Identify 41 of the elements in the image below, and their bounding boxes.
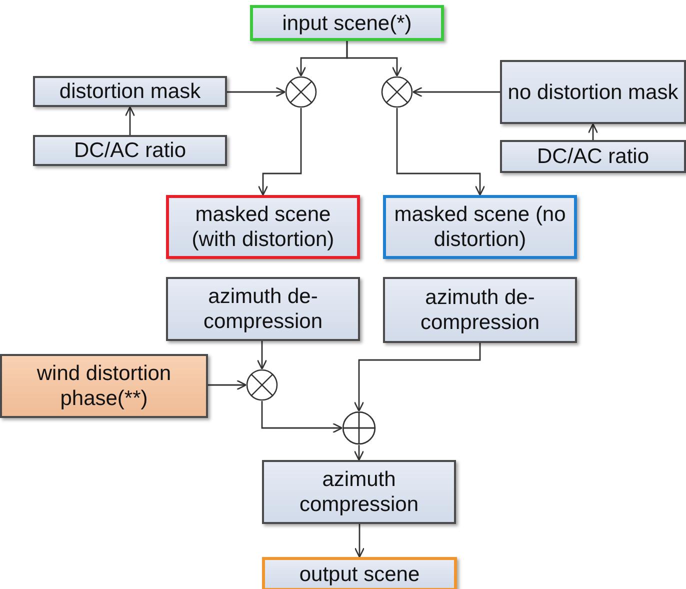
box-label: masked scene (with distortion) — [190, 202, 336, 252]
box-label: masked scene (no distortion) — [393, 202, 567, 252]
arrow — [208, 380, 247, 390]
arrow — [346, 41, 402, 77]
box-label: output scene — [298, 562, 421, 586]
arrow — [258, 108, 302, 196]
process-box — [383, 195, 577, 259]
arrow — [256, 341, 268, 370]
process-box — [0, 354, 208, 418]
box-label: distortion mask — [58, 79, 202, 104]
process-box — [166, 195, 360, 259]
arrow — [261, 401, 343, 434]
box-label: no distortion mask — [506, 80, 680, 104]
arrow — [354, 343, 481, 412]
box-label: input scene(*) — [281, 10, 413, 36]
process-box — [166, 277, 360, 341]
arrow — [354, 524, 365, 558]
box-label: DC/AC ratio — [536, 144, 650, 169]
process-box — [500, 60, 686, 124]
process-box — [262, 557, 457, 589]
arrow — [412, 86, 500, 98]
box-label: azimuth compression — [298, 467, 420, 517]
multiplier-symbol — [246, 369, 278, 401]
arrow — [227, 86, 286, 98]
multiplier-symbol — [285, 76, 317, 108]
box-label: DC/AC ratio — [72, 138, 188, 163]
box-label: wind distortion phase(**) — [36, 361, 172, 411]
arrow — [396, 108, 486, 196]
box-label: azimuth de-compression — [202, 284, 324, 334]
arrow — [124, 106, 136, 135]
multiplier-symbol — [381, 76, 413, 108]
process-box — [383, 277, 577, 343]
adder-symbol — [342, 411, 376, 445]
process-box — [262, 460, 456, 524]
arrow — [354, 445, 364, 461]
process-box — [500, 140, 686, 173]
process-box — [250, 5, 444, 41]
box-label: azimuth de-compression — [419, 285, 541, 335]
arrow — [588, 123, 598, 140]
process-box — [33, 135, 227, 166]
process-box — [33, 76, 227, 107]
